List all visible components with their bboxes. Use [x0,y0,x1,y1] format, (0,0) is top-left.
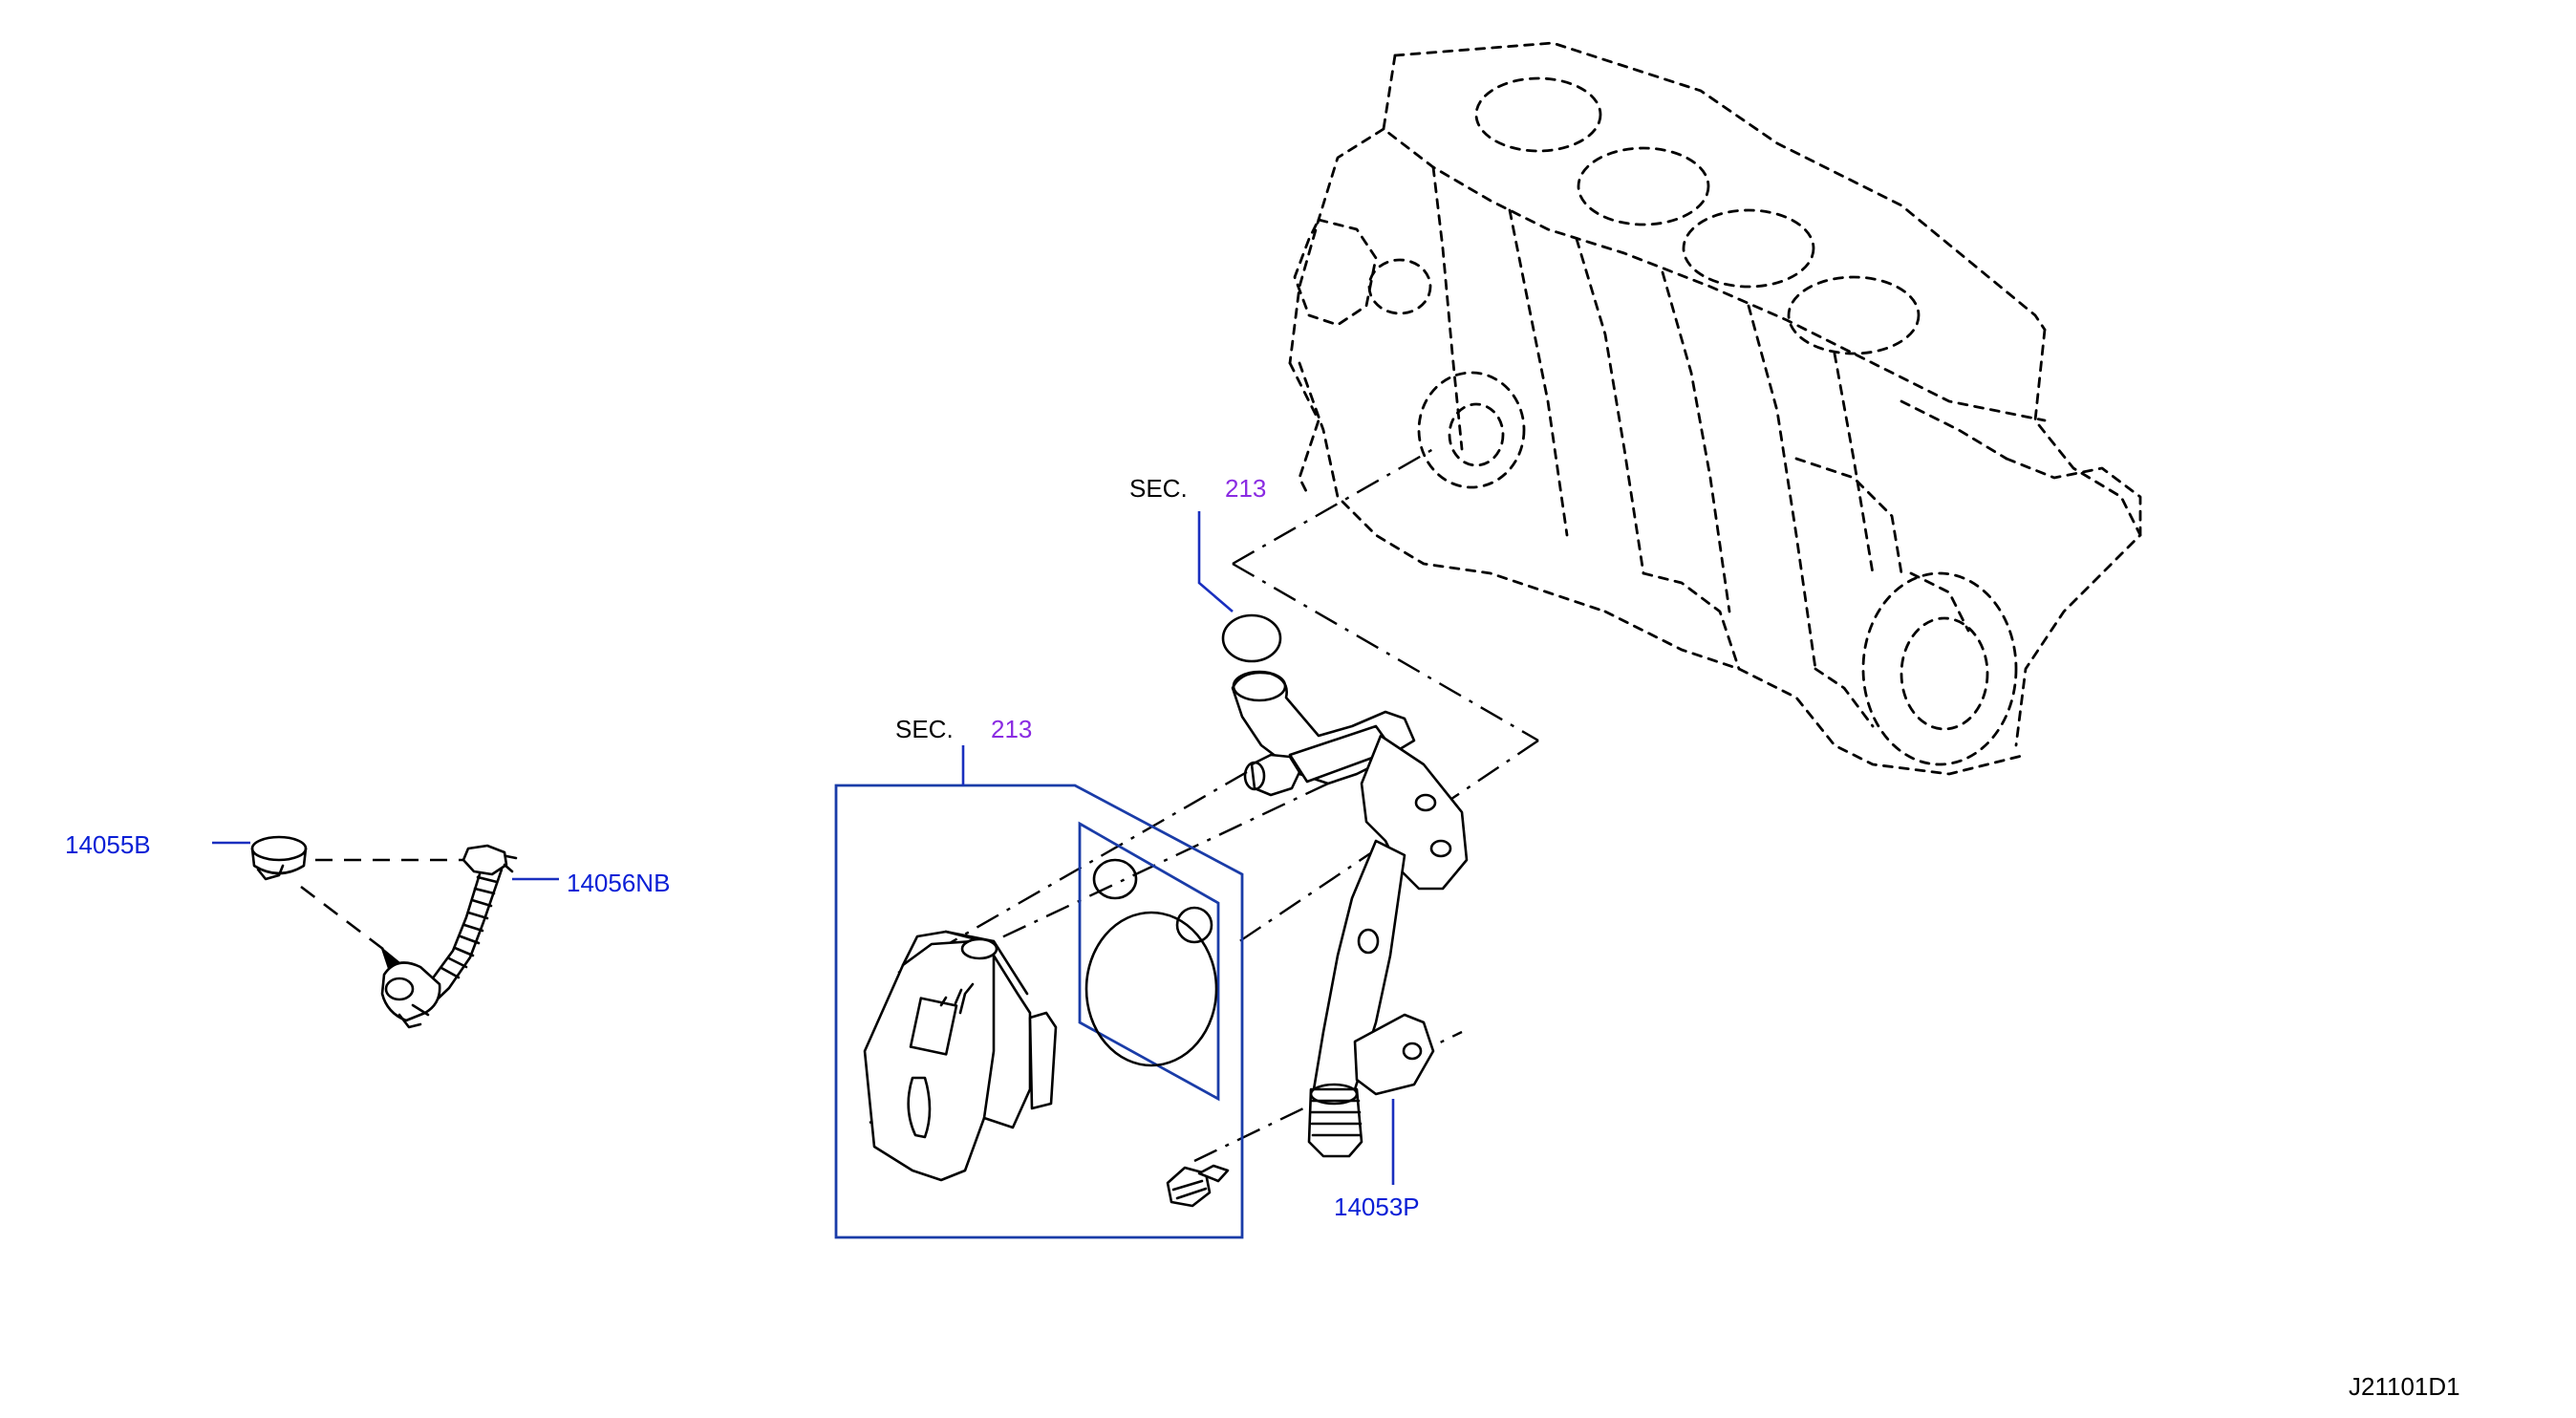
gasket-rings [1084,858,1218,1067]
bolt [1166,1164,1230,1208]
part-label-clamp[interactable]: 14055B [65,830,151,859]
part-label-oil-cooler-pipe[interactable]: 14053P [1334,1192,1420,1221]
sec-213-frame [834,784,1244,1239]
section-prefix-1: SEC. [1129,474,1188,503]
section-number-1[interactable]: 213 [1225,474,1266,503]
sheet-code: J21101D1 [2349,1372,2460,1401]
part-label-hose[interactable]: 14056NB [567,869,670,897]
oil-cooler [863,930,1058,1182]
leader-lines [212,511,1395,1185]
section-prefix-2: SEC. [895,715,954,743]
engine-block-outline [1288,41,2142,776]
labels: SEC. 213 SEC. 213 14055B 14056NB 14053P … [65,474,2460,1401]
oil-cooler-pipe [1221,613,1469,1158]
hose-clamp [250,835,308,881]
section-number-2[interactable]: 213 [991,715,1032,743]
breather-hose [380,844,518,1029]
hose-assembly-guides [300,858,463,969]
